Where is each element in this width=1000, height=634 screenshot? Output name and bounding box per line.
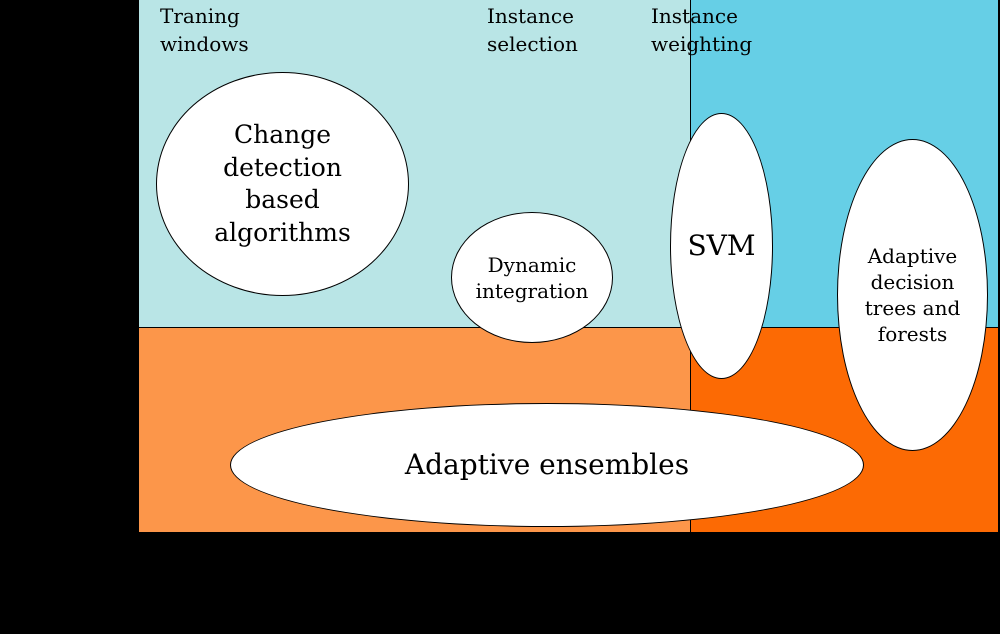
change-detection-text: Change detection based algorithms — [214, 120, 351, 247]
ellipse-adaptive-trees: Adaptive decision trees and forests — [837, 139, 988, 451]
svm-text: SVM — [687, 228, 756, 262]
label-instance-weighting: Instance weighting — [651, 4, 753, 56]
ellipse-svm: SVM — [670, 113, 773, 379]
ellipse-adaptive-ensembles: Adaptive ensembles — [230, 403, 864, 527]
label-instance-selection: Instance selection — [487, 4, 578, 56]
ellipse-change-detection: Change detection based algorithms — [156, 72, 409, 296]
adaptive-ensembles-text: Adaptive ensembles — [404, 447, 690, 481]
ellipse-dynamic-integration: Dynamic integration — [451, 212, 613, 343]
adaptive-trees-text: Adaptive decision trees and forests — [864, 244, 961, 346]
label-training-windows: Traning windows — [160, 4, 249, 56]
dynamic-integration-text: Dynamic integration — [475, 252, 589, 303]
